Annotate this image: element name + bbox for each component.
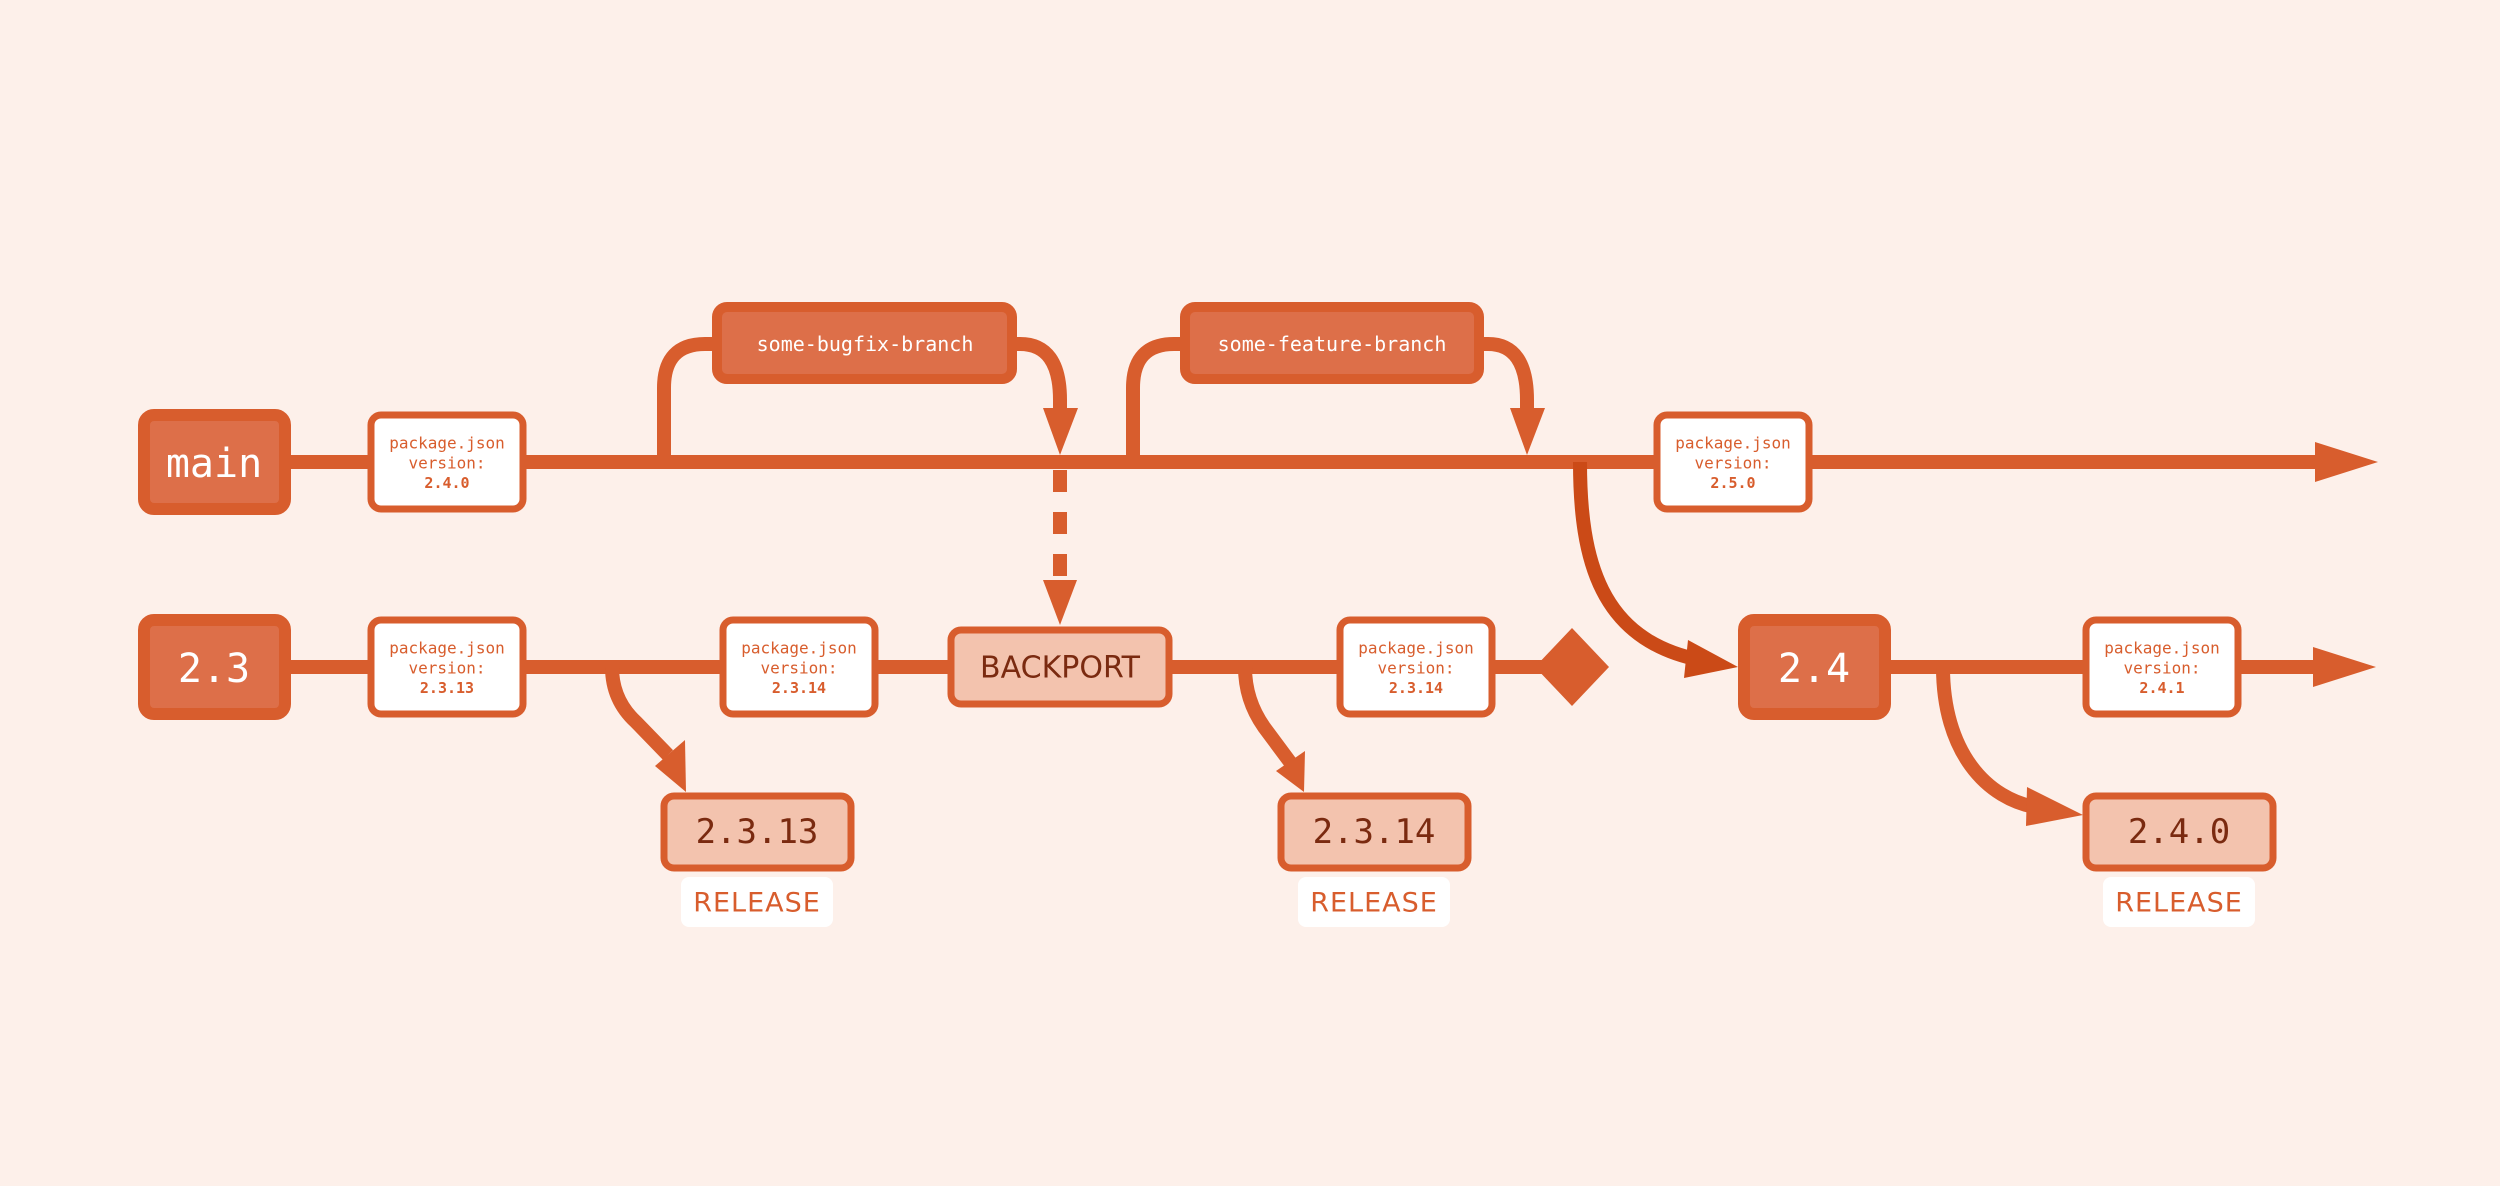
release-version: 2.4.0 [2128, 812, 2230, 852]
v24-branch-arrowhead [1684, 640, 1738, 678]
version-label: version: [1377, 659, 1454, 678]
package-label: package.json [2104, 639, 2220, 658]
feature-branch-pill: some-feature-branch [1180, 302, 1484, 384]
branch-2-3: 2.3 [138, 614, 291, 720]
release-tag-2-4-0: 2.4.0 RELEASE [2082, 792, 2277, 927]
version-label: version: [408, 659, 485, 678]
branch-main: main [138, 409, 291, 515]
version-value: 2.4.1 [2139, 679, 2184, 697]
v24-line-arrowhead [2313, 647, 2376, 687]
backport-arrowhead [1043, 580, 1077, 625]
feature-branch-in [1477, 337, 1534, 412]
bugfix-branch-in [1011, 337, 1067, 412]
feature-branch-label: some-feature-branch [1218, 332, 1447, 356]
branch-2-4-label: 2.4 [1778, 646, 1850, 692]
version-value: 2.4.0 [424, 474, 469, 492]
release-240-arrowhead [2026, 787, 2083, 826]
version-value: 2.3.13 [420, 679, 474, 697]
release-2314-arrowhead [1276, 751, 1305, 792]
main-line-arrowhead [2315, 442, 2378, 482]
package-json-24-a: package.json version: 2.4.1 [2082, 616, 2242, 718]
release-2314-curve [1238, 666, 1296, 767]
feature-branch-out [1126, 337, 1188, 462]
version-value: 2.5.0 [1710, 474, 1755, 492]
release-240-curve [1936, 666, 2042, 815]
version-value: 2.3.14 [1389, 679, 1443, 697]
version-label: version: [1694, 454, 1771, 473]
bugfix-branch-out [657, 337, 720, 462]
package-json-23-c: package.json version: 2.3.14 [1336, 616, 1496, 718]
release-2313-arrowhead [655, 740, 686, 792]
version-label: version: [2123, 659, 2200, 678]
package-label: package.json [741, 639, 857, 658]
branch-main-label: main [166, 441, 262, 487]
backport-label: BACKPORT [980, 651, 1141, 686]
backport-box: BACKPORT [947, 626, 1173, 708]
bugfix-branch-pill: some-bugfix-branch [712, 302, 1017, 384]
v23-end-diamond [1535, 628, 1609, 706]
package-json-main-a: package.json version: 2.4.0 [367, 411, 527, 513]
version-value: 2.3.14 [772, 679, 826, 697]
release-label: RELEASE [1310, 888, 1438, 919]
package-json-main-b: package.json version: 2.5.0 [1653, 411, 1813, 513]
release-label: RELEASE [693, 888, 821, 919]
v24-branch-curve [1573, 461, 1702, 667]
release-version: 2.3.14 [1313, 812, 1436, 852]
package-label: package.json [389, 434, 505, 453]
release-tag-2-3-14: 2.3.14 RELEASE [1277, 792, 1472, 927]
bugfix-merge-arrowhead [1043, 408, 1078, 455]
release-2313-curve [605, 666, 674, 760]
release-tag-2-3-13: 2.3.13 RELEASE [660, 792, 855, 927]
branch-2-3-label: 2.3 [178, 646, 250, 692]
package-json-23-a: package.json version: 2.3.13 [367, 616, 527, 718]
package-label: package.json [1675, 434, 1791, 453]
package-label: package.json [389, 639, 505, 658]
version-label: version: [408, 454, 485, 473]
release-version: 2.3.13 [696, 812, 819, 852]
feature-merge-arrowhead [1510, 408, 1545, 455]
release-label: RELEASE [2115, 888, 2243, 919]
package-json-23-b: package.json version: 2.3.14 [719, 616, 879, 718]
bugfix-branch-label: some-bugfix-branch [757, 332, 974, 356]
version-label: version: [760, 659, 837, 678]
package-label: package.json [1358, 639, 1474, 658]
branch-2-4: 2.4 [1738, 614, 1891, 720]
